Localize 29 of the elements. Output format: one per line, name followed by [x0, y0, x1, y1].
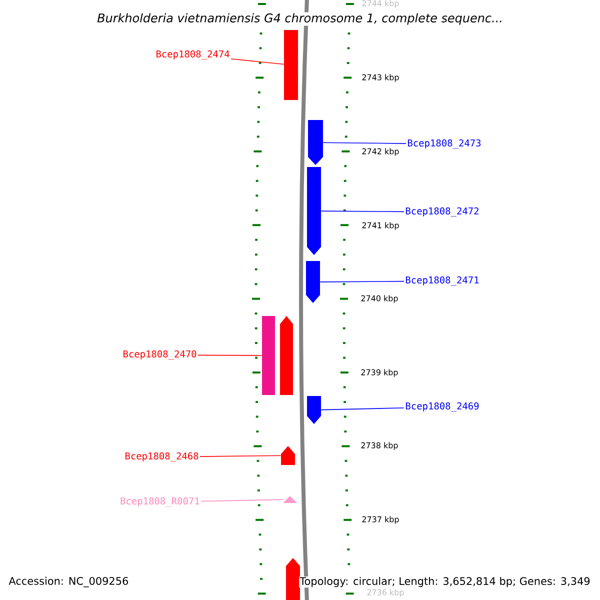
gene-label: Bcep1808_2469 — [406, 402, 479, 412]
gene-feature — [307, 167, 321, 255]
leader-line — [200, 455, 282, 457]
leader-line — [198, 354, 262, 356]
gene-feature — [306, 261, 320, 303]
leader-line — [322, 142, 406, 144]
gene-feature — [280, 316, 293, 395]
gene-label: Bcep1808_2470 — [124, 350, 196, 360]
gene-label: Bcep1808_2471 — [406, 276, 479, 286]
leader-line — [320, 210, 404, 212]
gene-feature — [262, 316, 275, 395]
title: Burkholderia vietnamiensis G4 chromosome 1, complete sequenc... — [96, 12, 504, 26]
gene-label: Bcep1808_2473 — [408, 139, 481, 149]
gene-feature — [307, 396, 321, 424]
leader-line — [200, 499, 284, 502]
gene-feature — [286, 558, 300, 600]
gene-feature — [283, 496, 297, 503]
gene-label: Bcep1808_R0071 — [120, 497, 200, 507]
gene-feature — [308, 120, 323, 165]
summary-text: Topology: circular; Length: 3,652,814 bp; Genes: 3,349 — [299, 576, 591, 588]
gene-label: Bcep1808_2472 — [406, 207, 478, 217]
gene-feature — [284, 30, 298, 100]
gene-feature — [281, 446, 295, 465]
leader-line — [320, 408, 404, 410]
leader-line — [230, 58, 284, 65]
gene-label: Bcep1808_2468 — [126, 452, 198, 462]
accession-text: Accession: NC_009256 — [8, 576, 130, 588]
gene-label: Bcep1808_2474 — [156, 50, 230, 60]
leader-line — [320, 280, 404, 282]
